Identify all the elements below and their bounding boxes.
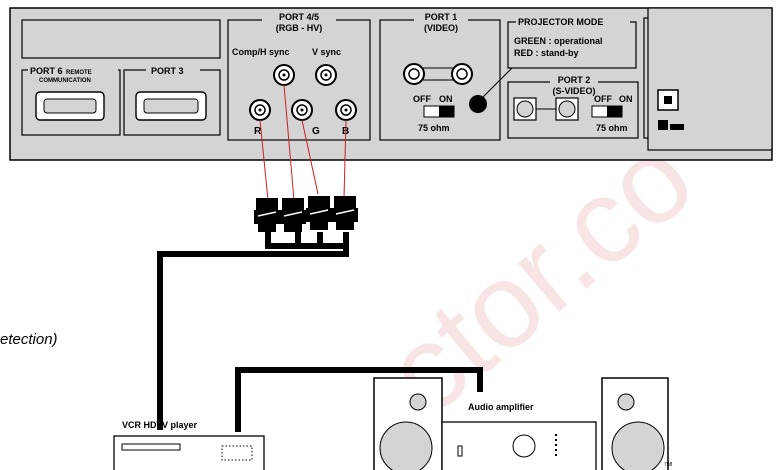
projector-mode-line1: GREEN : operational bbox=[514, 36, 603, 46]
rgb-cable bbox=[157, 232, 349, 430]
side-text: etection) bbox=[0, 331, 58, 348]
audio-amplifier bbox=[441, 421, 597, 470]
port2-ohm-label: 75 ohm bbox=[596, 123, 628, 133]
wire-g bbox=[301, 119, 319, 195]
bnc-vsync-connector[interactable] bbox=[315, 64, 337, 86]
port2-title: PORT 2 bbox=[558, 75, 591, 85]
audio-cable bbox=[235, 367, 483, 432]
port45-label-bg bbox=[262, 12, 336, 38]
port45-title: PORT 4/5 bbox=[279, 12, 319, 22]
port1-on-label: ON bbox=[439, 94, 453, 104]
bnc-plug-b bbox=[332, 196, 358, 230]
port1-subtitle: (VIDEO) bbox=[424, 23, 458, 33]
wire-comp bbox=[283, 84, 295, 201]
port1-bnc-out-connector[interactable] bbox=[451, 63, 473, 85]
port2-group: PORT 2 (S-VIDEO) OFF ON 75 ohm bbox=[507, 74, 639, 139]
amplifier-power-icon bbox=[457, 445, 463, 457]
projector-mode-group: PROJECTOR MODE GREEN : operational RED :… bbox=[479, 15, 637, 101]
port45-group: PORT 4/5 (RGB - HV) Comp/H sync V sync bbox=[227, 12, 371, 141]
port3-title: PORT 3 bbox=[151, 66, 184, 76]
projector-mode-label-bg bbox=[516, 15, 630, 29]
vcr-keypad-icon bbox=[221, 445, 253, 461]
port1-group: PORT 1 (VIDEO) OFF ON 75 ohm bbox=[379, 12, 501, 141]
bnc-plug-comp bbox=[280, 198, 306, 232]
projector-mode-line2: RED : stand-by bbox=[514, 48, 579, 58]
port1-label-bg bbox=[414, 12, 468, 38]
port2-svideo-out-connector[interactable] bbox=[555, 97, 579, 121]
port2-off-label: OFF bbox=[594, 94, 612, 104]
port45-comp-label: Comp/H sync bbox=[232, 47, 290, 57]
port2-switch-knob bbox=[607, 106, 622, 117]
port1-switch-knob bbox=[439, 106, 454, 117]
led-leader-line bbox=[479, 67, 513, 101]
vcr-device bbox=[113, 435, 265, 470]
port45-vsync-label: V sync bbox=[312, 47, 341, 57]
port6-group: PORT 6 REMOTE COMMUNICATION bbox=[21, 64, 121, 136]
port1-ohm-label: 75 ohm bbox=[418, 123, 450, 133]
ground-symbol-icon bbox=[658, 120, 684, 130]
amplifier-label: Audio amplifier bbox=[468, 402, 534, 412]
power-module bbox=[647, 7, 773, 151]
port6-title: PORT 6 bbox=[30, 66, 63, 76]
port6-dsub-pins bbox=[43, 98, 97, 114]
port3-label-bg bbox=[146, 64, 200, 78]
port2-svideo-in-connector[interactable] bbox=[513, 97, 537, 121]
status-led bbox=[469, 95, 487, 113]
bnc-g-connector[interactable] bbox=[291, 99, 313, 121]
figure-code: 798 bbox=[664, 462, 673, 468]
left-speaker bbox=[373, 377, 443, 470]
blank-panel-box bbox=[21, 19, 221, 59]
signal-wires bbox=[259, 84, 347, 201]
port2-on-label: ON bbox=[619, 94, 633, 104]
bnc-comp-connector[interactable] bbox=[273, 64, 295, 86]
port45-r-label: R bbox=[254, 126, 262, 137]
port6-subtitle: COMMUNICATION bbox=[39, 78, 91, 84]
port45-subtitle: (RGB - HV) bbox=[276, 23, 323, 33]
port1-title: PORT 1 bbox=[425, 12, 458, 22]
wire-r bbox=[259, 119, 269, 201]
port1-bnc-in-connector[interactable] bbox=[403, 63, 425, 85]
port3-dsub-pins bbox=[143, 98, 199, 114]
bnc-plug-g bbox=[306, 196, 332, 230]
port1-off-label: OFF bbox=[413, 94, 431, 104]
port6-title-suffix: REMOTE bbox=[66, 70, 92, 76]
bnc-plug-bundle[interactable] bbox=[254, 196, 358, 232]
bnc-b-connector[interactable] bbox=[335, 99, 357, 121]
port2-subtitle: (S-VIDEO) bbox=[552, 86, 595, 96]
power-socket[interactable] bbox=[657, 89, 679, 111]
right-speaker bbox=[601, 377, 669, 470]
projector-mode-title: PROJECTOR MODE bbox=[518, 17, 603, 27]
port6-label-bg bbox=[28, 64, 118, 84]
port3-group: PORT 3 bbox=[123, 64, 221, 136]
port2-label-bg bbox=[550, 74, 598, 98]
bnc-plug-r bbox=[254, 198, 280, 232]
port45-g-label: G bbox=[312, 126, 320, 137]
vcr-label: VCR HDTV player bbox=[122, 420, 198, 430]
bnc-r-connector[interactable] bbox=[249, 99, 271, 121]
wire-b bbox=[343, 119, 347, 199]
